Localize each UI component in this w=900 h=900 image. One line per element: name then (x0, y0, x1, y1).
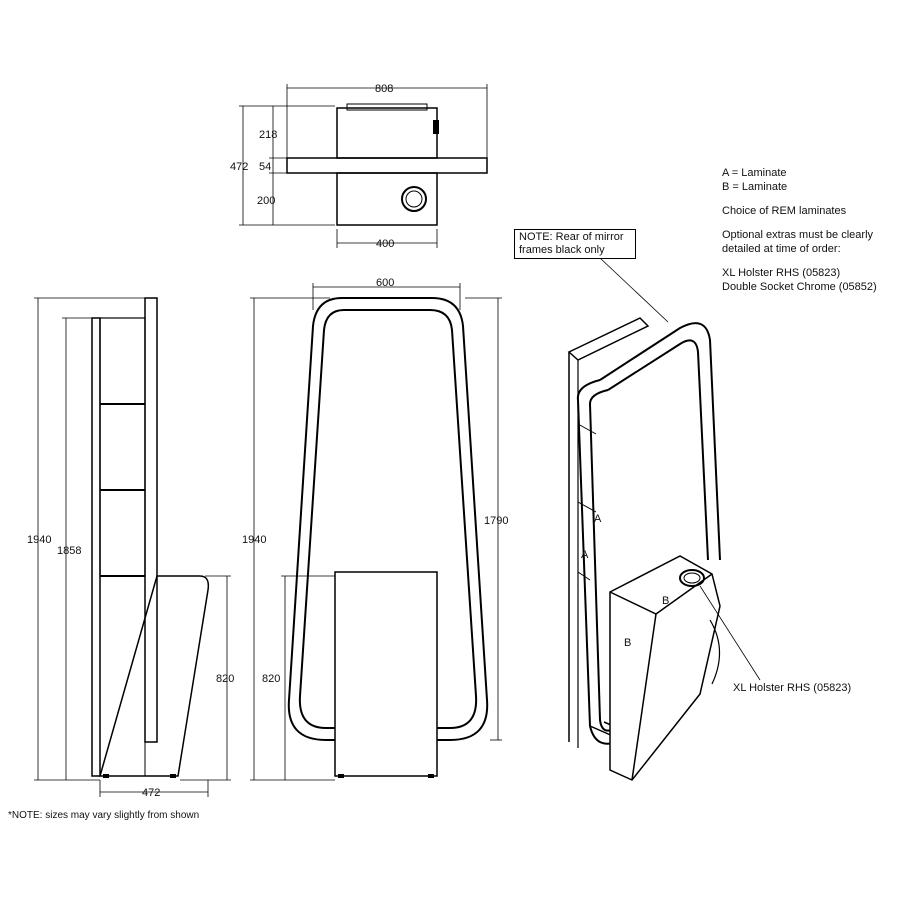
iso-label-b-top: B (662, 595, 669, 607)
iso-label-a-lower: A (581, 549, 589, 561)
dim-side-height-total: 1940 (27, 534, 51, 546)
holster-callout: XL Holster RHS (05823) (733, 682, 852, 694)
dim-top-upper: 218 (259, 129, 277, 141)
extra-item-holster: XL Holster RHS (05823) (722, 267, 841, 279)
laminate-choice: Choice of REM laminates (722, 205, 847, 217)
extra-item-socket: Double Socket Chrome (05852) (722, 281, 877, 293)
dim-side-height-frame: 1858 (57, 545, 81, 557)
legend-b: B = Laminate (722, 181, 788, 193)
dim-side-unit-height: 820 (216, 673, 234, 685)
notes-panel: A = Laminate B = Laminate Choice of REM … (722, 166, 897, 294)
mirror-note-line2: frames black only (519, 244, 605, 256)
dim-top-depth: 472 (230, 161, 248, 173)
dim-top-shelf: 54 (259, 161, 271, 173)
iso-label-a-upper: A (594, 513, 602, 525)
dim-top-base-width: 400 (376, 238, 394, 250)
dim-front-height-total: 1940 (242, 534, 266, 546)
dim-top-width: 808 (375, 83, 393, 95)
top-plan-view: 808 472 218 54 200 400 (230, 83, 488, 250)
side-view: 1940 1858 820 472 (27, 297, 234, 799)
footnote: *NOTE: sizes may vary slightly from show… (8, 810, 200, 821)
dim-top-lower: 200 (257, 195, 275, 207)
extras-line1: Optional extras must be clearly (722, 229, 874, 241)
legend-a: A = Laminate (722, 167, 787, 179)
dim-front-mirror-height: 1790 (484, 515, 508, 527)
dim-side-depth: 472 (142, 787, 160, 799)
dim-front-unit-height: 820 (262, 673, 280, 685)
mirror-note-line1: NOTE: Rear of mirror (519, 231, 624, 243)
mirror-rear-note: NOTE: Rear of mirror frames black only (514, 229, 636, 259)
iso-label-b-side: B (624, 637, 631, 649)
extras-line2: detailed at time of order: (722, 243, 841, 255)
dim-front-mirror-width: 600 (376, 277, 394, 289)
front-view: 1940 600 1790 820 (242, 277, 508, 781)
isometric-view: A A B B (567, 257, 761, 781)
